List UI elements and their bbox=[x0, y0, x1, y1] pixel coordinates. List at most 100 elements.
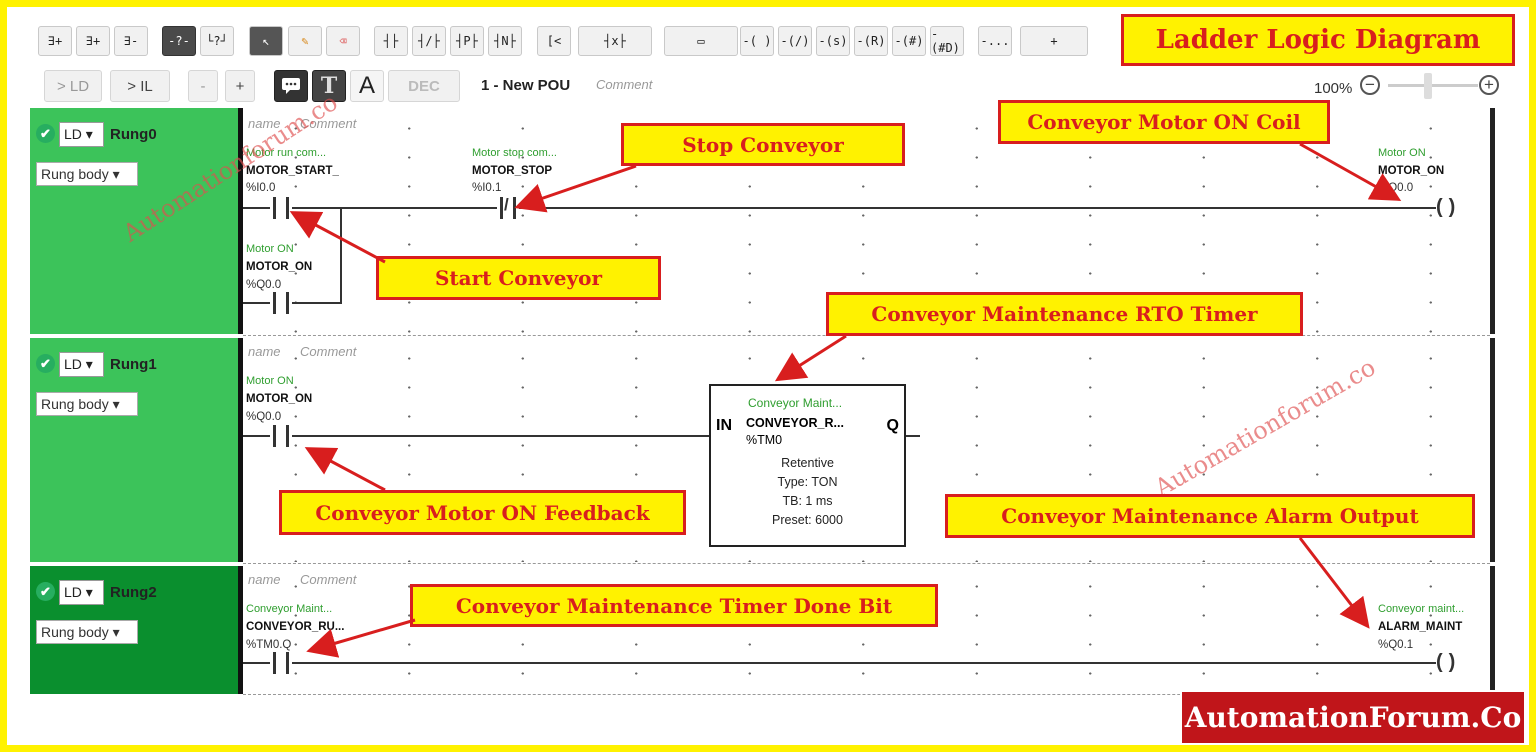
wire bbox=[243, 302, 270, 304]
left-power-rail bbox=[238, 108, 243, 334]
text-toggle-button[interactable]: T bbox=[312, 70, 346, 102]
rung-mode-select[interactable]: LD ▾ bbox=[59, 122, 104, 147]
coil-symbol: ALARM_MAINT bbox=[1378, 621, 1463, 633]
check-icon[interactable]: ✔ bbox=[36, 124, 55, 143]
rung-1-panel[interactable]: ✔ LD ▾ Rung1 Rung body ▾ bbox=[30, 338, 238, 562]
rung-name-field[interactable]: name bbox=[248, 572, 281, 587]
nc-contact-icon[interactable]: ┤/├ bbox=[412, 26, 446, 56]
pencil-tool-icon[interactable]: ✎ bbox=[288, 26, 322, 56]
comment-box-icon[interactable]: -?- bbox=[162, 26, 196, 56]
pou-comment[interactable]: Comment bbox=[596, 77, 653, 92]
compare-block-icon[interactable]: [< bbox=[537, 26, 571, 56]
n-contact-icon[interactable]: ┤N├ bbox=[488, 26, 522, 56]
rung-body-select[interactable]: Rung body ▾ bbox=[36, 620, 138, 644]
rung-body-select[interactable]: Rung body ▾ bbox=[36, 162, 138, 186]
no-contact-icon[interactable]: ┤├ bbox=[374, 26, 408, 56]
reset-coil-icon[interactable]: -(R) bbox=[854, 26, 888, 56]
motor-on-feedback-contact[interactable] bbox=[270, 425, 292, 447]
operate-block-icon[interactable]: ┤x├ bbox=[578, 26, 652, 56]
rung-comment-field[interactable]: Comment bbox=[300, 116, 357, 131]
rto-timer-block[interactable]: IN Q Conveyor Maint... CONVEYOR_R... %TM… bbox=[709, 384, 906, 547]
callout-start-conveyor: Start Conveyor bbox=[376, 256, 661, 300]
left-power-rail bbox=[238, 338, 243, 562]
check-icon[interactable]: ✔ bbox=[36, 582, 55, 601]
jump-coil-icon[interactable]: -(#) bbox=[892, 26, 926, 56]
page-title: Ladder Logic Diagram bbox=[1121, 14, 1515, 66]
contact-address: %I0.1 bbox=[472, 182, 502, 194]
set-coil-icon[interactable]: -(s) bbox=[816, 26, 850, 56]
font-size-button[interactable]: A bbox=[350, 70, 384, 102]
contact-symbol: MOTOR_ON bbox=[246, 261, 313, 273]
rung-name: Rung2 bbox=[110, 584, 157, 601]
alarm-maint-coil[interactable]: () bbox=[1436, 651, 1462, 673]
contact-comment: Motor ON bbox=[246, 243, 294, 255]
text-icon: T bbox=[320, 73, 338, 99]
wire bbox=[292, 435, 709, 437]
jump-d-coil-icon[interactable]: -(#D) bbox=[930, 26, 964, 56]
contact-comment: Motor ON bbox=[246, 375, 294, 387]
rung-name-field[interactable]: name bbox=[248, 344, 281, 359]
coil-comment: Motor ON bbox=[1378, 147, 1426, 159]
rung-comment-field[interactable]: Comment bbox=[300, 572, 357, 587]
zoom-slider-thumb[interactable] bbox=[1424, 73, 1432, 99]
more-elements-icon[interactable]: -... bbox=[978, 26, 1012, 56]
wire bbox=[519, 207, 1436, 209]
dec-button[interactable]: DEC bbox=[388, 70, 460, 102]
check-icon[interactable]: ✔ bbox=[36, 354, 55, 373]
p-contact-icon[interactable]: ┤P├ bbox=[450, 26, 484, 56]
insert-rung-above-icon[interactable]: ∃+ bbox=[76, 26, 110, 56]
rung-body-select[interactable]: Rung body ▾ bbox=[36, 392, 138, 416]
to-il-button[interactable]: > IL bbox=[110, 70, 170, 102]
add-element-icon[interactable]: + bbox=[1020, 26, 1088, 56]
timer-mode: Retentive bbox=[781, 456, 834, 470]
decrease-button[interactable]: - bbox=[188, 70, 218, 102]
zoom-out-icon[interactable]: − bbox=[1360, 75, 1380, 95]
font-size-icon: A bbox=[358, 72, 375, 99]
coil-icon[interactable]: -( ) bbox=[740, 26, 774, 56]
rung-0-panel[interactable]: ✔ LD ▾ Rung0 Rung body ▾ bbox=[30, 108, 238, 334]
comment-toggle-button[interactable] bbox=[274, 70, 308, 102]
brand-logo: AutomationForum.Co bbox=[1180, 690, 1526, 745]
rung-divider bbox=[243, 563, 1490, 564]
rung-mode-select[interactable]: LD ▾ bbox=[59, 580, 104, 605]
contact-comment: Motor run com... bbox=[246, 147, 327, 159]
left-power-rail bbox=[238, 566, 243, 694]
timer-address: %TM0 bbox=[746, 433, 783, 447]
wire bbox=[906, 435, 920, 437]
contact-address: %TM0.Q bbox=[246, 639, 292, 651]
pou-name: 1 - New POU bbox=[481, 77, 571, 94]
contact-symbol: MOTOR_ON bbox=[246, 393, 313, 405]
right-power-rail bbox=[1490, 338, 1495, 562]
motor-on-seal-contact[interactable] bbox=[270, 292, 292, 314]
negated-coil-icon[interactable]: -(/) bbox=[778, 26, 812, 56]
branch-wire bbox=[340, 207, 342, 304]
callout-stop-conveyor: Stop Conveyor bbox=[621, 123, 905, 166]
zoom-in-icon[interactable]: + bbox=[1479, 75, 1499, 95]
rung-name-field[interactable]: name bbox=[248, 116, 281, 131]
rung-mode-select[interactable]: LD ▾ bbox=[59, 352, 104, 377]
right-power-rail bbox=[1490, 108, 1495, 334]
select-tool-icon[interactable]: ↖ bbox=[249, 26, 283, 56]
timer-preset: Preset: 6000 bbox=[772, 513, 843, 527]
callout-rto-timer: Conveyor Maintenance RTO Timer bbox=[826, 292, 1303, 336]
zoom-slider-track[interactable] bbox=[1388, 84, 1478, 87]
motor-start-contact[interactable] bbox=[270, 197, 292, 219]
timer-q-pin: Q bbox=[886, 417, 899, 434]
delete-rung-icon[interactable]: ∃- bbox=[114, 26, 148, 56]
zoom-level: 100% bbox=[1314, 80, 1353, 97]
motor-on-coil[interactable]: () bbox=[1436, 196, 1462, 218]
increase-button[interactable]: + bbox=[225, 70, 255, 102]
branch-icon[interactable]: └?┘ bbox=[200, 26, 234, 56]
contact-address: %I0.0 bbox=[246, 182, 276, 194]
right-power-rail bbox=[1490, 566, 1495, 694]
to-ld-button[interactable]: > LD bbox=[44, 70, 102, 102]
rung-2-panel[interactable]: ✔ LD ▾ Rung2 Rung body ▾ bbox=[30, 566, 238, 694]
timer-done-contact[interactable] bbox=[270, 652, 292, 674]
eraser-tool-icon[interactable]: ⌫ bbox=[326, 26, 360, 56]
callout-motor-on-coil: Conveyor Motor ON Coil bbox=[998, 100, 1330, 144]
function-block-icon[interactable]: ▭ bbox=[664, 26, 738, 56]
insert-rung-below-icon[interactable]: ∃+ bbox=[38, 26, 72, 56]
timer-in-pin: IN bbox=[716, 417, 732, 434]
rung-comment-field[interactable]: Comment bbox=[300, 344, 357, 359]
